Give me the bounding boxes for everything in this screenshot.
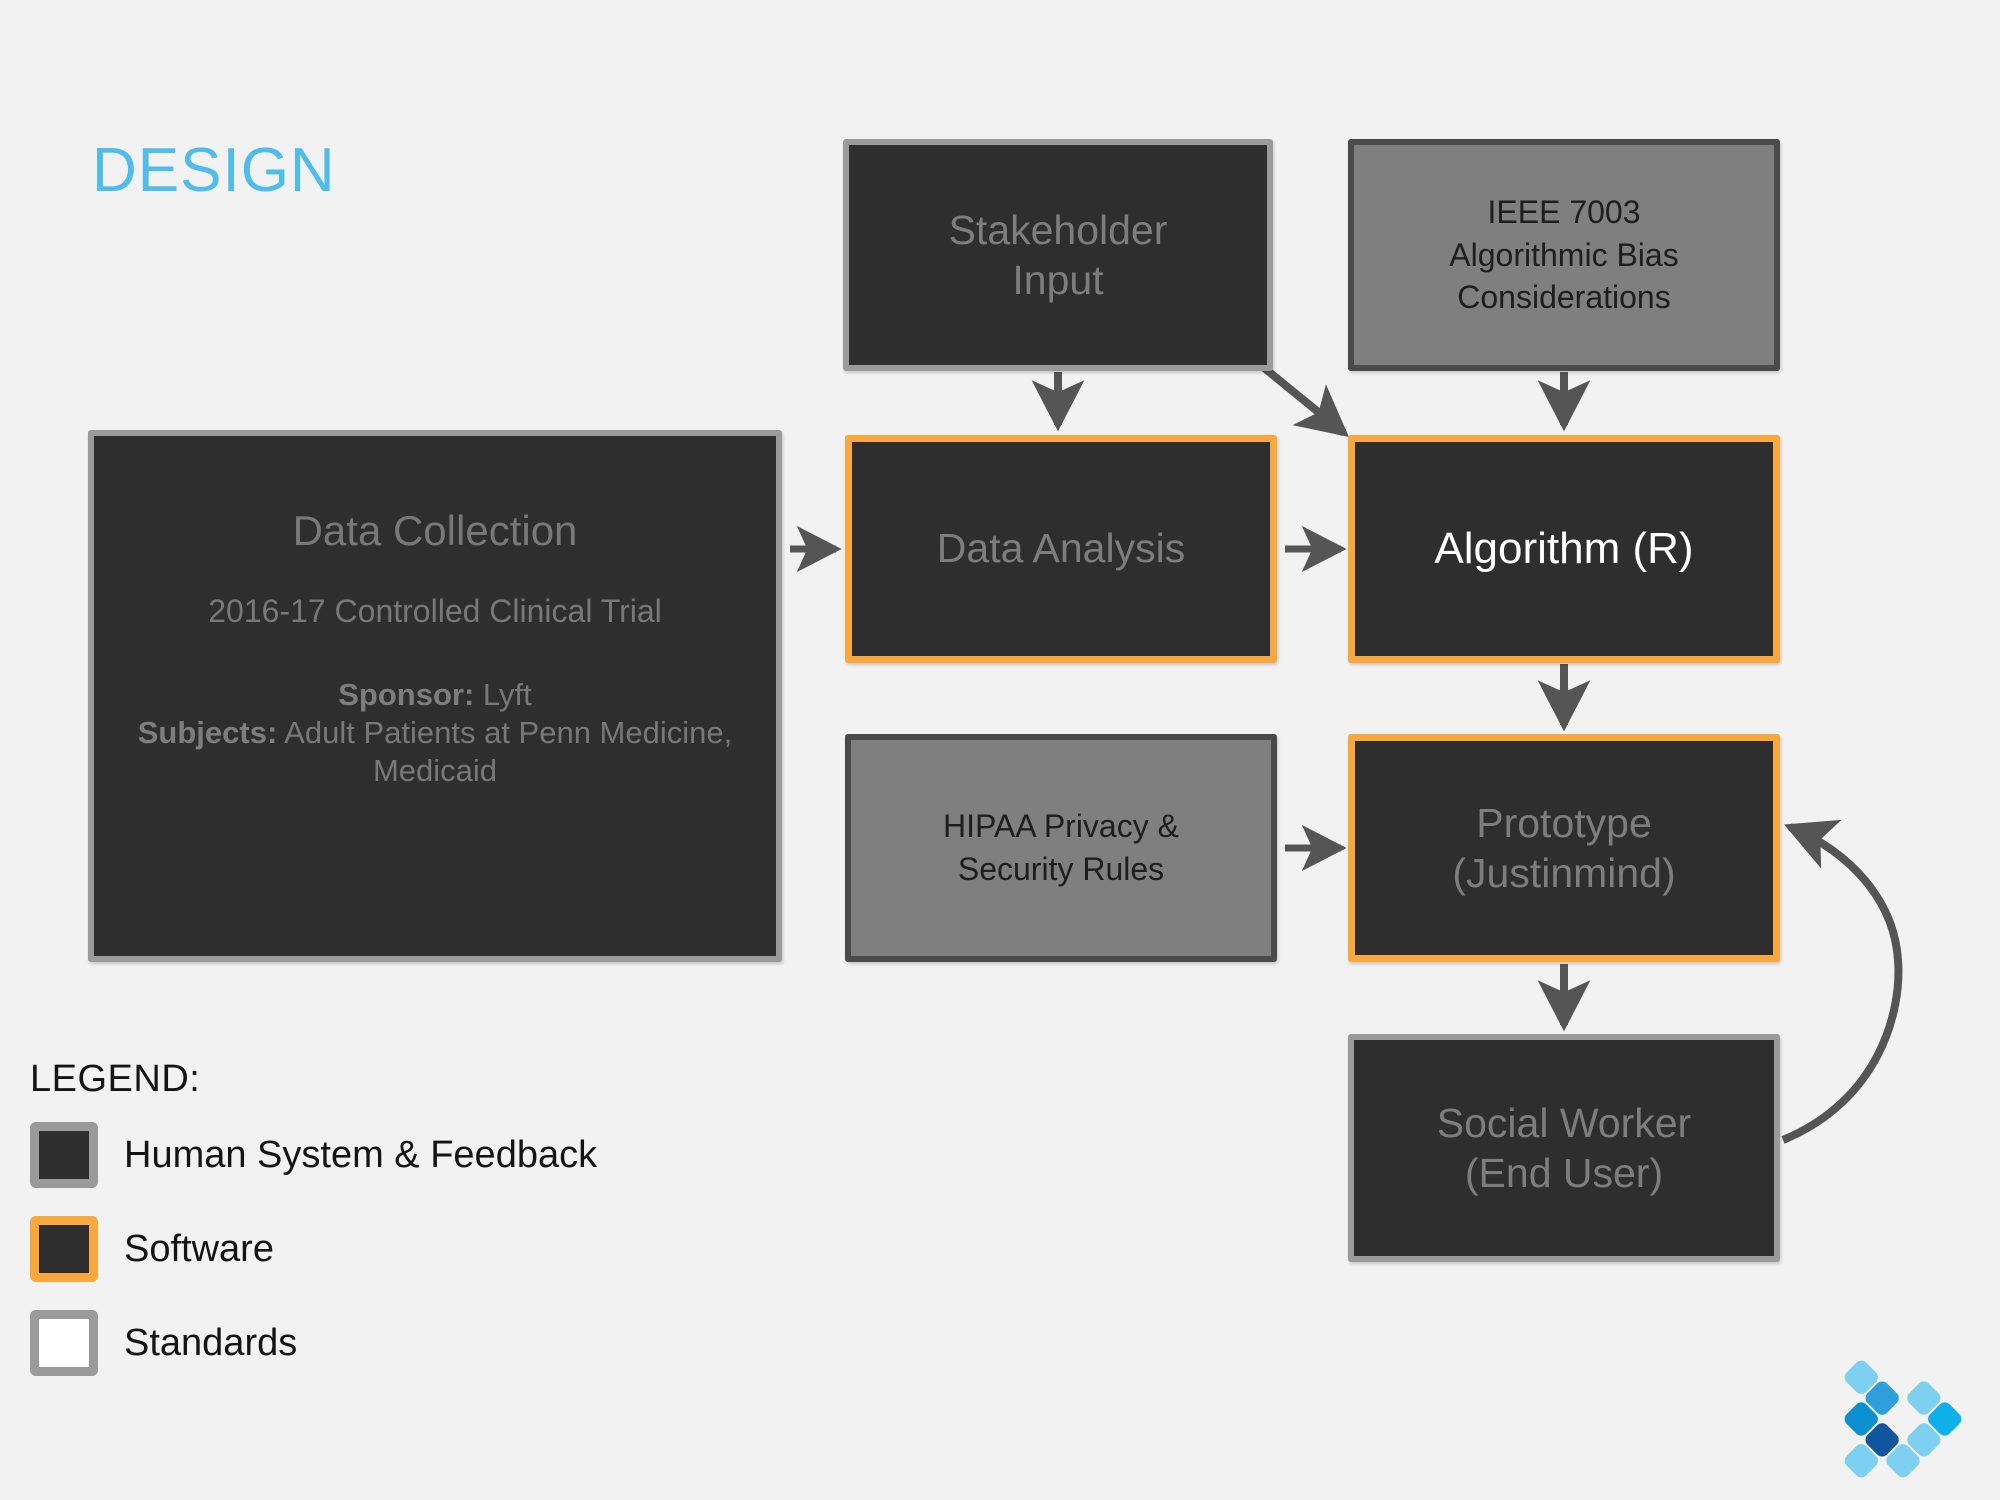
node-prototype-line2: (Justinmind) (1452, 850, 1676, 896)
node-data-analysis-label: Data Analysis (936, 525, 1186, 572)
node-data-collection-details: Sponsor: Lyft Subjects: Adult Patients a… (112, 676, 758, 789)
node-hipaa-rules[interactable]: HIPAA Privacy & Security Rules (845, 734, 1277, 962)
node-data-collection-subjects-row: Subjects: Adult Patients at Penn Medicin… (112, 714, 758, 790)
legend: LEGEND: Human System & Feedback Software… (30, 1058, 730, 1401)
node-algorithm-label: Algorithm (R) (1434, 523, 1694, 573)
page-title: DESIGN (92, 136, 336, 205)
node-social-worker-line2: (End User) (1464, 1150, 1664, 1196)
node-social-worker-line1: Social Worker (1436, 1099, 1692, 1146)
node-ieee-line3: Considerations (1457, 279, 1671, 316)
node-stakeholder-input[interactable]: Stakeholder Input (843, 139, 1273, 371)
node-data-collection-title: Data Collection (292, 506, 578, 554)
diamond-cluster-logo-icon (1844, 1360, 1962, 1478)
node-data-analysis[interactable]: Data Analysis (845, 435, 1277, 663)
node-social-worker[interactable]: Social Worker (End User) (1348, 1034, 1780, 1262)
legend-swatch-standards-icon (30, 1310, 98, 1376)
subjects-label: Subjects: (137, 714, 278, 750)
legend-swatch-software-icon (30, 1216, 98, 1282)
node-prototype[interactable]: Prototype (Justinmind) (1348, 734, 1780, 962)
node-hipaa-line1: HIPAA Privacy & (943, 808, 1179, 845)
node-algorithm[interactable]: Algorithm (R) (1348, 435, 1780, 663)
sponsor-label: Sponsor: (338, 676, 475, 712)
legend-label-software: Software (124, 1227, 274, 1270)
legend-item-software: Software (30, 1213, 730, 1285)
node-stakeholder-input-line2: Input (1012, 257, 1104, 303)
arrow-stakeholder-input-to-algorithm (1260, 363, 1349, 438)
legend-item-standards: Standards (30, 1307, 730, 1379)
sponsor-value: Lyft (474, 676, 532, 712)
node-data-collection[interactable]: Data Collection 2016-17 Controlled Clini… (88, 430, 782, 962)
legend-item-human: Human System & Feedback (30, 1119, 730, 1191)
node-ieee-7003[interactable]: IEEE 7003 Algorithmic Bias Consideration… (1348, 139, 1780, 371)
legend-label-standards: Standards (124, 1321, 298, 1364)
node-hipaa-line2: Security Rules (957, 851, 1165, 887)
node-stakeholder-input-line1: Stakeholder (948, 206, 1168, 253)
subjects-value: Adult Patients at Penn Medicine, Medicai… (277, 714, 733, 788)
legend-label-human: Human System & Feedback (124, 1133, 598, 1176)
arrow-social-worker-to-prototype-feedback (1781, 819, 1903, 1144)
legend-swatch-human-icon (30, 1122, 98, 1188)
node-prototype-line1: Prototype (1476, 799, 1652, 846)
node-ieee-line2: Algorithmic Bias (1449, 236, 1679, 273)
node-data-collection-sponsor-row: Sponsor: Lyft (112, 676, 758, 714)
node-ieee-line1: IEEE 7003 (1487, 193, 1641, 230)
legend-heading: LEGEND: (30, 1058, 201, 1100)
node-data-collection-subtitle: 2016-17 Controlled Clinical Trial (208, 592, 662, 629)
